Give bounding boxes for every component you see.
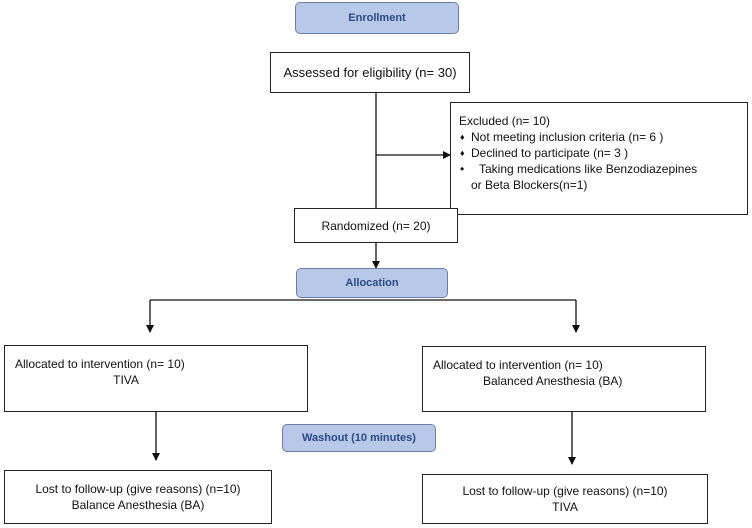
left-allocated-text: Allocated to intervention (n= 10)	[15, 357, 185, 371]
excluded-list: ♦ Not meeting inclusion criteria (n= 6 )…	[459, 129, 739, 193]
excluded-item-text: or Beta Blockers(n=1)	[471, 178, 588, 192]
stage-allocation: Allocation	[296, 268, 448, 298]
left-lost-box: Lost to follow-up (give reasons) (n=10) …	[4, 470, 272, 524]
right-lost-arm: TIVA	[552, 500, 578, 514]
excluded-item: ♦ Not meeting inclusion criteria (n= 6 )	[459, 129, 739, 145]
randomized-text: Randomized (n= 20)	[321, 218, 431, 233]
excluded-item-text: Declined to participate (n= 3 )	[471, 146, 629, 160]
right-allocated-arm: Balanced Anesthesia (BA)	[483, 374, 623, 388]
right-lost-box: Lost to follow-up (give reasons) (n=10) …	[422, 474, 708, 524]
excluded-item: • Taking medications like Benzodiazepine…	[459, 161, 739, 177]
left-allocated-arm: TIVA	[113, 373, 139, 387]
right-allocated-text: Allocated to intervention (n= 10)	[433, 358, 603, 372]
excluded-box: Excluded (n= 10) ♦ Not meeting inclusion…	[450, 102, 748, 215]
stage-allocation-label: Allocation	[345, 277, 399, 289]
left-lost-arm: Balance Anesthesia (BA)	[71, 498, 205, 512]
excluded-item-text: Not meeting inclusion criteria (n= 6 )	[471, 130, 664, 144]
excluded-item: ♦ Declined to participate (n= 3 )	[459, 145, 739, 161]
bullet-icon: ♦	[460, 148, 465, 158]
right-lost-text: Lost to follow-up (give reasons) (n=10)	[462, 484, 668, 498]
stage-enrollment-label: Enrollment	[348, 12, 406, 24]
bullet-icon: ♦	[460, 132, 465, 142]
bullet-icon: •	[460, 162, 465, 176]
left-lost-text: Lost to follow-up (give reasons) (n=10)	[35, 482, 241, 496]
assessed-text: Assessed for eligibility (n= 30)	[283, 64, 457, 80]
excluded-title: Excluded (n= 10)	[459, 114, 551, 128]
stage-washout: Washout (10 minutes)	[282, 424, 436, 452]
randomized-box: Randomized (n= 20)	[294, 208, 458, 243]
assessed-box: Assessed for eligibility (n= 30)	[270, 52, 470, 93]
right-allocated-box: Allocated to intervention (n= 10) Balanc…	[422, 346, 706, 412]
excluded-item-continuation: or Beta Blockers(n=1)	[459, 177, 739, 193]
excluded-item-text: Taking medications like Benzodiazepines	[479, 162, 698, 176]
left-allocated-box: Allocated to intervention (n= 10) TIVA	[4, 345, 308, 412]
stage-enrollment: Enrollment	[295, 2, 459, 34]
stage-washout-label: Washout (10 minutes)	[302, 432, 416, 444]
